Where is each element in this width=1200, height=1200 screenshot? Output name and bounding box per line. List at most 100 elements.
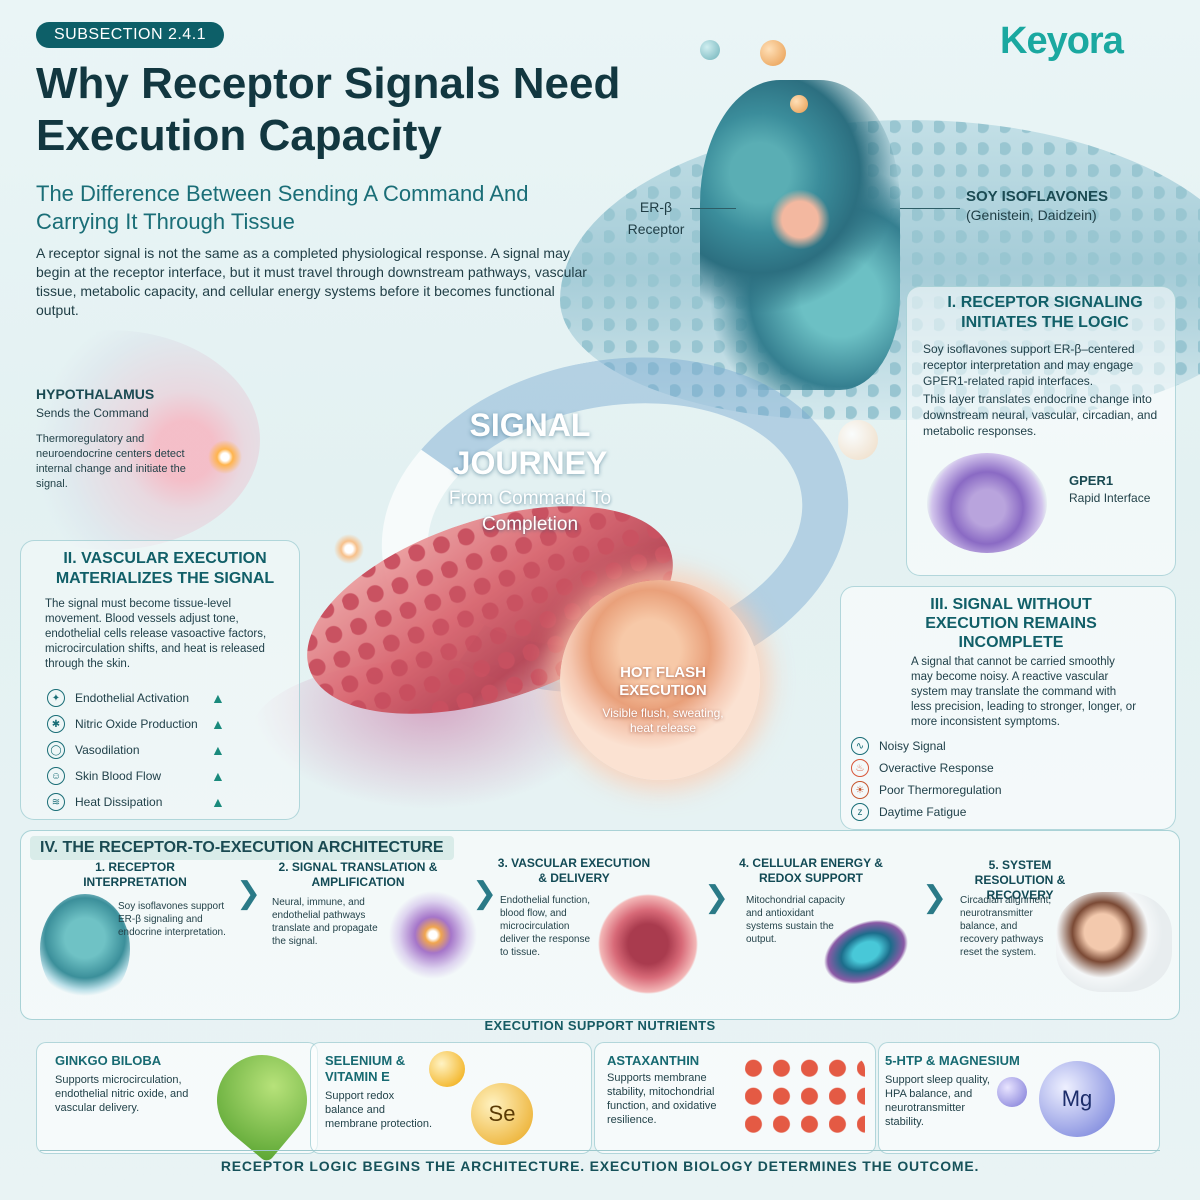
sun-icon: ☀ xyxy=(851,781,869,799)
heat-icon: ≋ xyxy=(47,793,65,811)
hot-flash-sub: Visible flush, sweating, heat release xyxy=(602,706,724,735)
nutrient-text: Supports microcirculation, endothelial n… xyxy=(55,1074,189,1114)
hypothalamus-sub: Sends the Command xyxy=(36,406,149,420)
architecture-panel xyxy=(20,830,1180,1020)
magnesium-symbol: Mg xyxy=(1061,1086,1093,1111)
astaxanthin-molecule-icon xyxy=(745,1057,865,1143)
molecule-icon xyxy=(790,95,808,113)
nutrient-card-ginkgo: GINKGO BILOBA Supports microcirculation,… xyxy=(36,1036,326,1164)
nutrient-text: Support redox balance and membrane prote… xyxy=(325,1090,432,1130)
footer-tagline: RECEPTOR LOGIC BEGINS THE ARCHITECTURE. … xyxy=(220,1158,980,1174)
nutrient-name: ASTAXANTHIN xyxy=(607,1053,700,1068)
list-item-label: Poor Thermoregulation xyxy=(879,783,1002,797)
arch-step-1-text: Soy isoflavones support ER-β signaling a… xyxy=(118,901,226,938)
arrow-up-icon: ▲ xyxy=(211,690,225,706)
receptor-protein-illustration xyxy=(700,80,900,390)
er-beta-pointer xyxy=(690,208,736,209)
cell-icon: ✦ xyxy=(47,689,65,707)
chevron-right-icon: ❯ xyxy=(922,881,948,914)
signal-glow-icon xyxy=(208,440,242,474)
list-item: ≋Heat Dissipation▲ xyxy=(47,789,297,815)
signal-journey-title: SIGNAL JOURNEY xyxy=(452,407,608,481)
arch-step-5: 5. SYSTEM RESOLUTION & RECOVERY Circadia… xyxy=(950,858,1176,1008)
list-item: z Daytime Fatigue xyxy=(851,801,1091,823)
hot-flash-label: HOT FLASH EXECUTION Visible flush, sweat… xyxy=(598,664,728,736)
molecule-icon xyxy=(700,40,720,60)
section-3-title: III. SIGNAL WITHOUT EXECUTION REMAINS IN… xyxy=(925,596,1097,651)
neuron-illustration xyxy=(388,890,478,980)
list-item-label: Heat Dissipation xyxy=(75,795,163,809)
arch-step-5-text: Circadian alignment, neurotransmitter ba… xyxy=(960,895,1052,958)
arrow-up-icon: ▲ xyxy=(211,716,225,732)
list-item-label: Daytime Fatigue xyxy=(879,805,967,819)
receptor-illustration xyxy=(40,894,130,1004)
arch-step-2-title: 2. SIGNAL TRANSLATION & AMPLIFICATION xyxy=(278,860,438,889)
subsection-badge: SUBSECTION 2.4.1 xyxy=(36,22,225,48)
footer-divider xyxy=(40,1150,1160,1151)
nutrients-title: EXECUTION SUPPORT NUTRIENTS xyxy=(484,1018,716,1033)
section-1-title: I. RECEPTOR SIGNALING INITIATES THE LOGI… xyxy=(947,294,1143,331)
vessel-icon: ◯ xyxy=(47,741,65,759)
list-item: ☺Skin Blood Flow▲ xyxy=(47,763,297,789)
arrow-up-icon: ▲ xyxy=(211,768,225,784)
list-item: ✦ Endothelial Activation ▲ xyxy=(47,685,297,711)
list-item-label: Endothelial Activation xyxy=(75,691,190,705)
list-item-label: Overactive Response xyxy=(879,761,994,775)
arch-step-1: 1. RECEPTOR INTERPRETATION Soy isoflavon… xyxy=(30,860,250,1010)
nutrient-name: SELENIUM & VITAMIN E xyxy=(325,1053,406,1084)
sleep-icon: z xyxy=(851,803,869,821)
hypothalamus-title: HYPOTHALAMUS xyxy=(36,386,155,402)
wave-icon: ∿ xyxy=(851,737,869,755)
molecule-icon xyxy=(760,40,786,66)
nutrient-name: GINKGO BILOBA xyxy=(55,1053,162,1068)
arch-step-3-title: 3. VASCULAR EXECUTION & DELIVERY xyxy=(497,856,651,885)
person-icon: ☺ xyxy=(47,767,65,785)
nutrient-name: 5-HTP & MAGNESIUM xyxy=(885,1053,1020,1068)
intro-paragraph: A receptor signal is not the same as a c… xyxy=(36,245,587,318)
hot-flash-title: HOT FLASH EXECUTION xyxy=(619,664,707,699)
nutrient-text: Supports membrane stability, mitochondri… xyxy=(607,1072,717,1126)
architecture-title: IV. THE RECEPTOR-TO-EXECUTION ARCHITECTU… xyxy=(30,836,454,860)
list-item-label: Nitric Oxide Production xyxy=(75,717,198,731)
arch-step-5-title: 5. SYSTEM RESOLUTION & RECOVERY xyxy=(974,858,1066,902)
section-2-title: II. VASCULAR EXECUTION MATERIALIZES THE … xyxy=(55,550,275,587)
brain-illustration xyxy=(0,330,260,550)
arch-step-3-text: Endothelial function, blood flow, and mi… xyxy=(500,895,591,958)
vessel-cross-section-illustration xyxy=(598,894,698,994)
chevron-right-icon: ❯ xyxy=(472,877,498,910)
hypothalamus-text: Thermoregulatory and neuroendocrine cent… xyxy=(36,433,186,490)
list-item: ∿Noisy Signal xyxy=(851,735,1091,757)
section-2-list: ✦Endothelial Activation▲ ✱Nitric Oxide P… xyxy=(47,685,297,815)
molecule-icon xyxy=(997,1077,1027,1107)
gper1-receptor-illustration xyxy=(927,453,1047,553)
arch-step-4-text: Mitochondrial capacity and antioxidant s… xyxy=(746,895,845,945)
gper1-title: GPER1 xyxy=(1069,473,1114,488)
section-1-para-1: Soy isoflavones support ER-β–centered re… xyxy=(923,342,1135,388)
signal-journey-label: SIGNAL JOURNEY From Command To Completio… xyxy=(430,406,630,538)
signal-journey-sub: From Command To Completion xyxy=(448,488,612,535)
hypothalamus-block: HYPOTHALAMUS Sends the Command Thermoreg… xyxy=(36,386,196,492)
soy-isoflavones-label: SOY ISOFLAVONES (Genistein, Daidzein) xyxy=(966,188,1166,223)
page-title: Why Receptor Signals Need Execution Capa… xyxy=(36,59,621,160)
soy-isoflavones-sub: (Genistein, Daidzein) xyxy=(966,207,1097,223)
section-3-list: ∿Noisy Signal ♨Overactive Response ☀ Poor… xyxy=(851,735,1091,823)
list-item: ◯ Vasodilation ▲ xyxy=(47,737,297,763)
arch-step-4-title: 4. CELLULAR ENERGY & REDOX SUPPORT xyxy=(739,856,883,885)
list-item-label: Vasodilation xyxy=(75,743,140,757)
selenium-icon: Se xyxy=(471,1083,533,1145)
arch-step-4: 4. CELLULAR ENERGY & REDOX SUPPORT Mitoc… xyxy=(736,856,956,1013)
section-2-text: The signal must become tissue-level move… xyxy=(45,598,267,670)
er-beta-label: ER-β Receptor xyxy=(627,199,685,237)
soy-pointer xyxy=(900,208,960,209)
list-item: ☀ Poor Thermoregulation xyxy=(851,779,1091,801)
hot-flash-woman-illustration xyxy=(560,580,760,780)
nutrient-card-5htp-magnesium: 5-HTP & MAGNESIUM Support sleep quality,… xyxy=(878,1042,1160,1154)
gper1-sub: Rapid Interface xyxy=(1069,491,1151,505)
arch-step-3: 3. VASCULAR EXECUTION & DELIVERY Endothe… xyxy=(494,856,714,1006)
chevron-right-icon: ❯ xyxy=(704,881,730,914)
section-3-text: A signal that cannot be carried smoothly… xyxy=(911,656,1137,728)
list-item: ♨Overactive Response xyxy=(851,757,1091,779)
arrow-up-icon: ▲ xyxy=(211,742,225,758)
brand-logo: Keyora xyxy=(1000,20,1124,62)
page-subtitle: The Difference Between Sending A Command… xyxy=(36,181,529,234)
